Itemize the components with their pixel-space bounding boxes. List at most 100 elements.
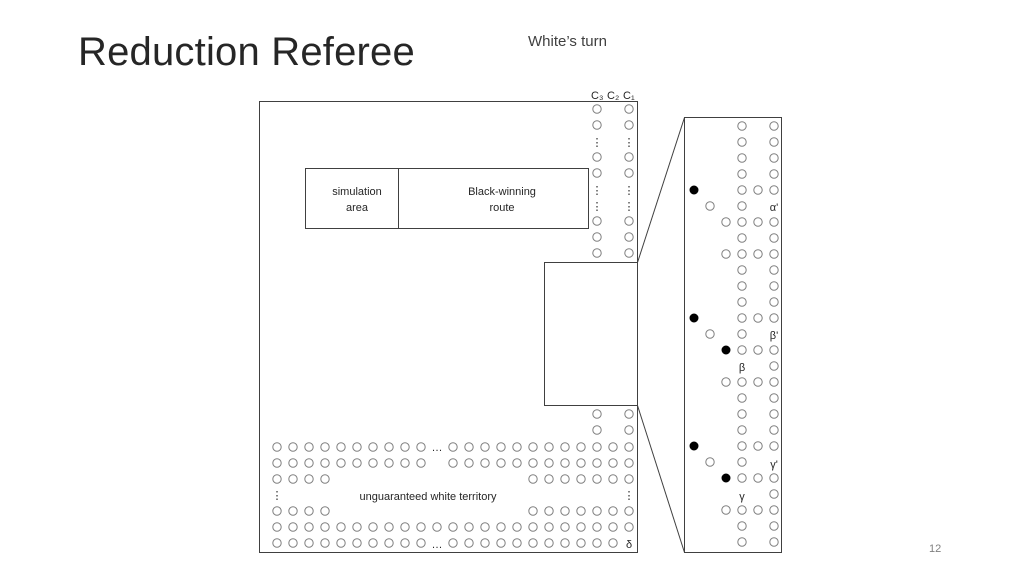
col-ellipsis-c3-3: ⋮ — [592, 201, 603, 213]
territory-stone — [320, 522, 330, 532]
zoom-stone — [769, 265, 779, 275]
territory-stone — [480, 538, 490, 548]
zoom-stone — [769, 345, 779, 355]
territory-stone — [608, 506, 618, 516]
black-winning-route-box — [398, 168, 589, 229]
stones-layer — [272, 104, 779, 548]
territory-stone — [528, 538, 538, 548]
territory-stone — [560, 538, 570, 548]
main-board — [259, 101, 782, 553]
zoom-stone — [769, 217, 779, 227]
c3-stone — [592, 409, 602, 419]
territory-stone — [416, 442, 426, 452]
territory-stone — [384, 538, 394, 548]
territory-stone — [592, 506, 602, 516]
territory-stone — [432, 522, 442, 532]
zoom-stone — [769, 169, 779, 179]
territory-stone — [368, 442, 378, 452]
zoom-stone — [769, 393, 779, 403]
territory-stone — [288, 506, 298, 516]
territory-stone — [416, 538, 426, 548]
c1-stone — [624, 168, 634, 178]
territory-stone — [464, 458, 474, 468]
zoom-stone — [769, 377, 779, 387]
zoom-stone — [705, 201, 715, 211]
zoom-stone — [737, 297, 747, 307]
territory-stone — [512, 442, 522, 452]
black-winning-route-label-line1: Black-winning — [468, 186, 536, 198]
delta-label: δ — [626, 539, 632, 551]
c3-stone — [592, 168, 602, 178]
gamma-prime-label: γ' — [770, 459, 778, 471]
territory-stone — [400, 442, 410, 452]
c1-stone — [624, 120, 634, 130]
gamma-label: γ — [739, 491, 745, 503]
zoom-view-box — [684, 117, 782, 553]
zoom-stone — [769, 537, 779, 547]
zoom-stone — [737, 153, 747, 163]
territory-stone — [528, 522, 538, 532]
territory-stone — [608, 522, 618, 532]
territory-stone — [544, 442, 554, 452]
zoom-stone — [753, 473, 763, 483]
territory-stone — [560, 506, 570, 516]
territory-stone — [576, 538, 586, 548]
zoom-stone — [769, 425, 779, 435]
zoom-stone — [737, 217, 747, 227]
territory-stone — [544, 458, 554, 468]
territory-stone — [608, 442, 618, 452]
territory-stone — [528, 474, 538, 484]
zoom-stone — [737, 457, 747, 467]
column-label-c1: C₁ — [623, 90, 635, 102]
territory-stone — [512, 538, 522, 548]
c1-stone — [624, 104, 634, 114]
c3-stone — [592, 152, 602, 162]
zoom-stone — [737, 249, 747, 259]
territory-stone — [576, 474, 586, 484]
territory-stone — [592, 538, 602, 548]
territory-stone — [480, 442, 490, 452]
territory-stone — [272, 506, 282, 516]
row-ellipsis-top: … — [432, 442, 443, 454]
zoom-stone — [737, 393, 747, 403]
alpha-prime-label: α' — [770, 202, 778, 214]
zoom-stone — [769, 313, 779, 323]
territory-stone — [272, 442, 282, 452]
zoom-stone — [721, 217, 731, 227]
territory-stone — [288, 538, 298, 548]
territory-stone — [544, 474, 554, 484]
territory-stone — [496, 442, 506, 452]
turn-label: White’s turn — [528, 33, 607, 50]
c3-stone — [592, 104, 602, 114]
zoom-stone — [769, 137, 779, 147]
zoom-stone — [769, 153, 779, 163]
territory-stone — [400, 522, 410, 532]
zoom-stone — [753, 185, 763, 195]
col-ellipsis-c3-1: ⋮ — [592, 137, 603, 149]
zoom-stone — [753, 505, 763, 515]
slide-number: 12 — [929, 543, 942, 555]
territory-stone — [560, 458, 570, 468]
territory-stone — [592, 458, 602, 468]
c1-stone — [624, 232, 634, 242]
zoom-stone — [737, 201, 747, 211]
column-label-c3: C₃ — [591, 90, 603, 102]
zoom-stone — [753, 249, 763, 259]
territory-stone — [304, 442, 314, 452]
territory-stone — [336, 522, 346, 532]
zoom-stone — [753, 441, 763, 451]
territory-stone — [384, 458, 394, 468]
zoom-stone — [769, 505, 779, 515]
territory-stone — [320, 442, 330, 452]
zoom-stone — [737, 345, 747, 355]
col-ellipsis-c1-2: ⋮ — [624, 185, 635, 197]
territory-stone — [592, 474, 602, 484]
zoom-stone — [737, 169, 747, 179]
c3-stone — [592, 216, 602, 226]
territory-stone — [400, 458, 410, 468]
c3-stone — [592, 248, 602, 258]
zoom-connector-bottom — [637, 405, 685, 553]
territory-stone — [560, 474, 570, 484]
c1-stone — [624, 248, 634, 258]
